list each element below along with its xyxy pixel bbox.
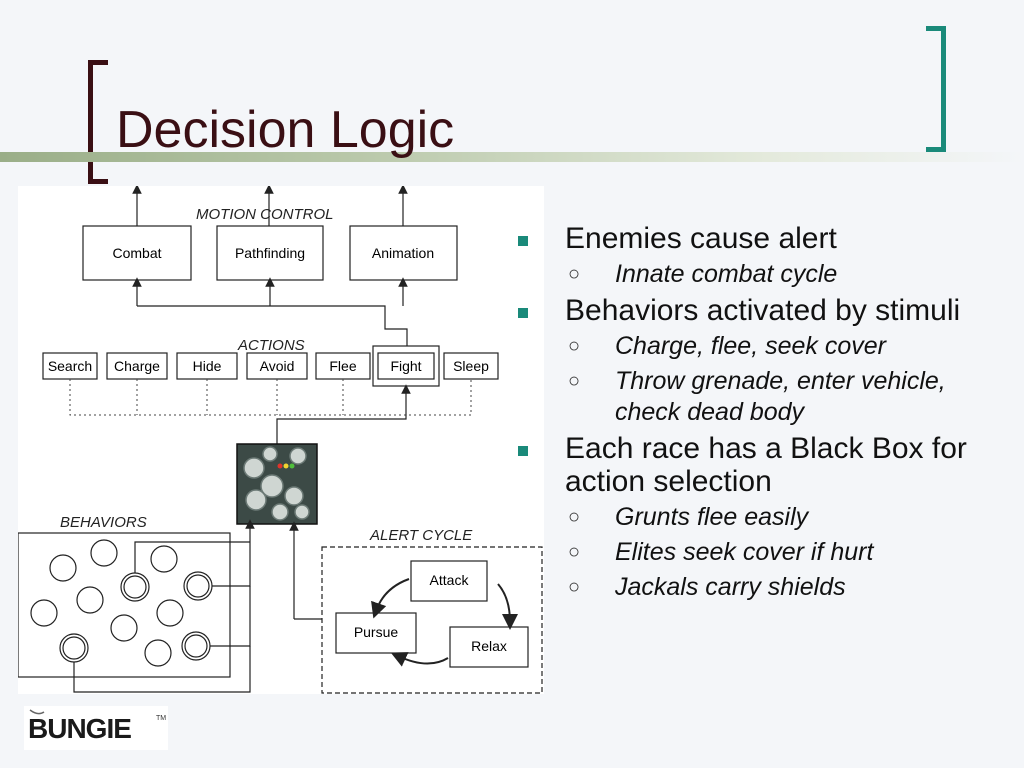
alert-state-relax: Relax [449,626,529,668]
bullet-list: Enemies cause alert ○Innate combat cycle… [512,222,1012,607]
circle-bullet-icon: ○ [568,576,581,598]
square-bullet-icon [518,446,528,456]
circle-bullet-icon: ○ [568,541,581,563]
sub-bullet-item: ○Grunts flee easily [568,503,809,531]
motion-box-animation: Animation [349,225,458,281]
sub-bullet-item: ○Throw grenade, enter vehicle, check dea… [568,367,946,426]
svg-text:Attack: Attack [430,572,470,588]
left-bracket-decoration [88,60,108,184]
bullet-item: Each race has a Black Box for action sel… [512,432,1012,498]
svg-text:TM: TM [156,715,166,722]
sub-bullet-item: ○Innate combat cycle [568,260,838,288]
action-box-search: Search [42,352,98,380]
behaviors-label: BEHAVIORS [60,514,147,531]
svg-text:Animation: Animation [372,245,434,261]
alert-cycle-label: ALERT CYCLE [369,527,473,544]
title-underline-stripe [0,152,1024,162]
svg-text:Pathfinding: Pathfinding [235,245,305,261]
circle-bullet-icon: ○ [568,370,581,392]
svg-text:Combat: Combat [112,245,161,261]
action-box-flee: Flee [315,352,371,380]
svg-text:Search: Search [48,358,92,374]
action-box-hide: Hide [176,352,238,380]
svg-text:Sleep: Sleep [453,358,489,374]
decision-logic-diagram: MOTION CONTROL Combat Pathfinding Animat… [17,184,544,694]
svg-text:Pursue: Pursue [354,624,399,640]
circle-bullet-icon: ○ [568,506,581,528]
svg-text:Fight: Fight [390,358,421,374]
circle-bullet-icon: ○ [568,263,581,285]
motion-box-pathfinding: Pathfinding [216,225,324,281]
sub-bullet-item: ○Jackals carry shields [568,573,846,601]
square-bullet-icon [518,308,528,318]
action-box-fight: Fight [372,345,440,387]
motion-box-combat: Combat [82,225,192,281]
black-box-icon [236,443,318,525]
svg-text:BUNGIE: BUNGIE [28,713,131,744]
bullet-item: Enemies cause alert [512,222,1012,255]
actions-label: ACTIONS [237,337,305,354]
sub-bullet-item: ○Charge, flee, seek cover [568,332,886,360]
svg-text:Hide: Hide [193,358,222,374]
action-box-avoid: Avoid [246,352,308,380]
right-bracket-decoration [926,26,946,152]
alert-state-pursue: Pursue [335,612,417,654]
square-bullet-icon [518,236,528,246]
svg-text:Charge: Charge [114,358,160,374]
sub-bullet-item: ○Elites seek cover if hurt [568,538,874,566]
slide-title: Decision Logic [116,101,455,159]
action-box-charge: Charge [106,352,168,380]
svg-text:Relax: Relax [471,638,507,654]
circle-bullet-icon: ○ [568,335,581,357]
action-box-sleep: Fight Sleep [443,352,499,380]
bullet-item: Behaviors activated by stimuli [512,294,1012,327]
bungie-logo: BUNGIE TM [24,706,168,750]
motion-control-label: MOTION CONTROL [196,206,334,223]
svg-text:Flee: Flee [329,358,356,374]
svg-text:Avoid: Avoid [260,358,295,374]
alert-state-attack: Attack [410,560,488,602]
